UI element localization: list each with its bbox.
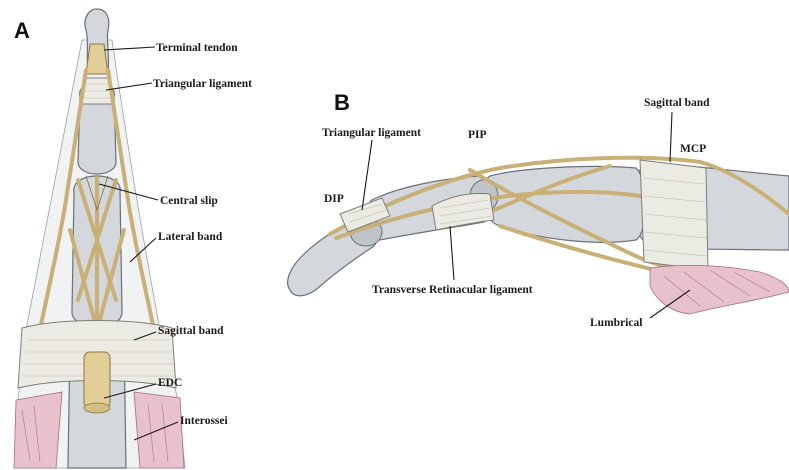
label-triangular-ligament-b: Triangular ligament xyxy=(322,127,421,139)
panel-a-interossei-left xyxy=(14,392,62,468)
panel-a-edc-tendon xyxy=(84,352,110,408)
label-interossei: Interossei xyxy=(180,415,229,427)
label-sagittal-band-b: Sagittal band xyxy=(644,97,710,109)
leader-sagittal-band-b xyxy=(670,112,672,162)
panel-a-letter: A xyxy=(14,18,30,43)
label-transverse-retinacular-ligament: Transverse Retinacular ligament xyxy=(372,284,533,296)
label-sagittal-band-a: Sagittal band xyxy=(158,325,224,337)
panel-b-lateral-view: B xyxy=(288,90,789,329)
label-edc: EDC xyxy=(158,377,182,389)
panel-a-dorsal-view: A xyxy=(14,9,252,468)
label-lumbrical: Lumbrical xyxy=(590,317,642,329)
panel-a-terminal-tendon xyxy=(86,44,108,74)
label-pip: PIP xyxy=(468,129,487,141)
panel-b-lumbrical-muscle xyxy=(650,265,789,314)
label-triangular-ligament-a: Triangular ligament xyxy=(153,78,252,90)
label-lateral-band: Lateral band xyxy=(158,231,223,243)
panel-a-edc-cut-end xyxy=(84,403,110,413)
leader-triangular-ligament-b xyxy=(362,140,372,210)
label-dip: DIP xyxy=(324,193,344,205)
label-terminal-tendon: Terminal tendon xyxy=(156,42,238,54)
leader-transverse-retinacular xyxy=(450,226,454,280)
label-central-slip: Central slip xyxy=(160,195,218,207)
label-mcp: MCP xyxy=(680,143,706,155)
panel-b-sagittal-band xyxy=(640,160,708,270)
panel-b-letter: B xyxy=(334,90,350,115)
